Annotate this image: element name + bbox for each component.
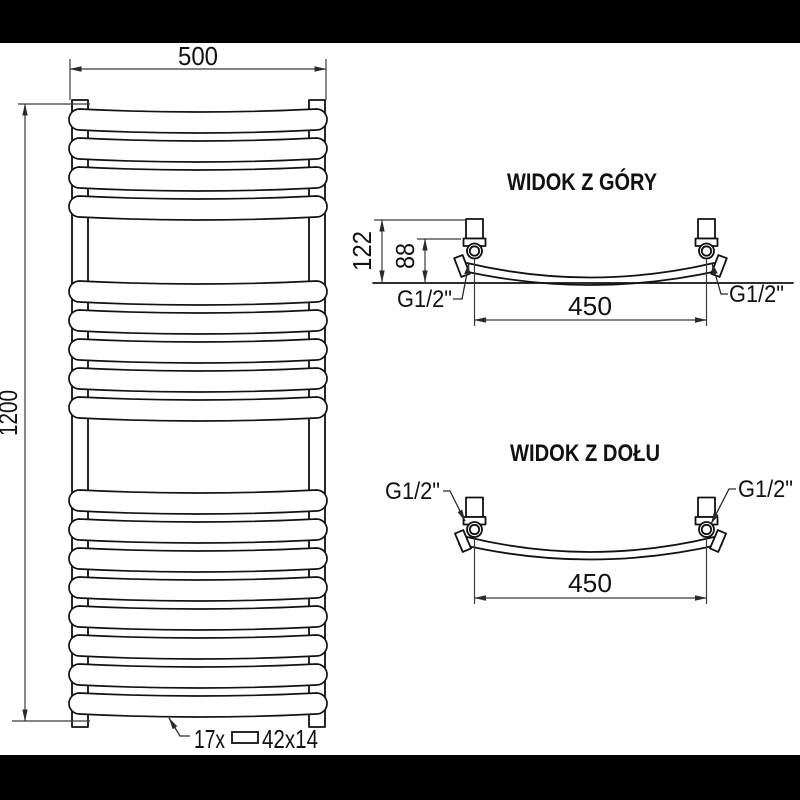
radiator-bar xyxy=(68,605,328,631)
tube-curve xyxy=(458,543,723,561)
valve-fitting-left xyxy=(462,496,487,538)
leader-line xyxy=(168,717,190,737)
dim-width-text: 500 xyxy=(178,41,218,71)
tube-curve xyxy=(458,269,723,286)
leader-line xyxy=(711,262,728,295)
tube-profile-note: 17x 42x14 xyxy=(168,717,318,754)
thread-label-right: G1/2" xyxy=(711,262,784,308)
thread-text: G1/2" xyxy=(729,281,784,308)
dim-span-text: 450 xyxy=(568,291,612,321)
dim-depth-text: 122 xyxy=(347,231,377,271)
dim-extension-lines xyxy=(473,259,708,326)
leader-line xyxy=(443,490,466,522)
dim-span-450-top: 450 xyxy=(473,259,708,326)
valve-fitting-left xyxy=(462,218,487,260)
bottom-view-title: WIDOK Z DOŁU xyxy=(510,440,660,467)
radiator-bar xyxy=(68,547,328,573)
thread-text: G1/2" xyxy=(397,286,452,313)
dim-extension-lines xyxy=(69,59,327,100)
profile-symbol xyxy=(231,731,259,744)
tube-curve xyxy=(466,262,715,279)
valve-fitting-right xyxy=(694,218,719,260)
leader-line xyxy=(453,262,470,300)
leader-line xyxy=(710,488,736,525)
radiator-bar xyxy=(68,396,328,422)
radiator-bar xyxy=(68,634,328,660)
radiator-bar xyxy=(68,137,328,163)
dim-span-text: 450 xyxy=(568,568,612,598)
thread-text: G1/2" xyxy=(385,478,440,505)
dim-span-450-bottom: 450 xyxy=(473,538,708,604)
collector-rails xyxy=(71,99,326,728)
radiator-bar xyxy=(68,663,328,689)
radiator-bar xyxy=(68,280,328,306)
thread-text: G1/2" xyxy=(738,476,793,503)
radiator-bar xyxy=(68,692,328,718)
dim-depth-122: 122 xyxy=(347,219,466,283)
radiator-bar xyxy=(68,108,328,134)
tube-size-text: 42x14 xyxy=(262,724,318,754)
radiator-bar xyxy=(68,338,328,364)
tube-curve xyxy=(466,536,715,553)
thread-label-right: G1/2" xyxy=(710,476,793,525)
dim-height-text: 1200 xyxy=(0,390,23,436)
radiator-bars xyxy=(68,108,328,718)
front-view: 500 1200 17x 42x14 xyxy=(0,41,328,754)
thread-label-left: G1/2" xyxy=(385,478,466,522)
dim-depth-inner-text: 88 xyxy=(390,243,420,269)
thread-label-left: G1/2" xyxy=(397,262,470,313)
dim-width-500: 500 xyxy=(69,41,327,100)
top-view-title: WIDOK Z GÓRY xyxy=(507,168,657,196)
radiator-bar xyxy=(68,518,328,544)
top-view: WIDOK Z GÓRY 122 88 450 G1/2" xyxy=(347,168,794,326)
radiator-bar xyxy=(68,309,328,335)
tube-count-text: 17x xyxy=(194,724,225,754)
radiator-bar xyxy=(68,195,328,221)
radiator-bar xyxy=(68,576,328,602)
radiator-bar xyxy=(68,166,328,192)
dim-depth-88: 88 xyxy=(390,238,461,283)
dim-height-1200: 1200 xyxy=(0,103,90,722)
dim-extension-lines xyxy=(473,538,708,604)
bottom-view: WIDOK Z DOŁU 450 G1/2" G1/2" xyxy=(385,440,793,604)
radiator-bar xyxy=(68,489,328,515)
radiator-bar xyxy=(68,367,328,393)
